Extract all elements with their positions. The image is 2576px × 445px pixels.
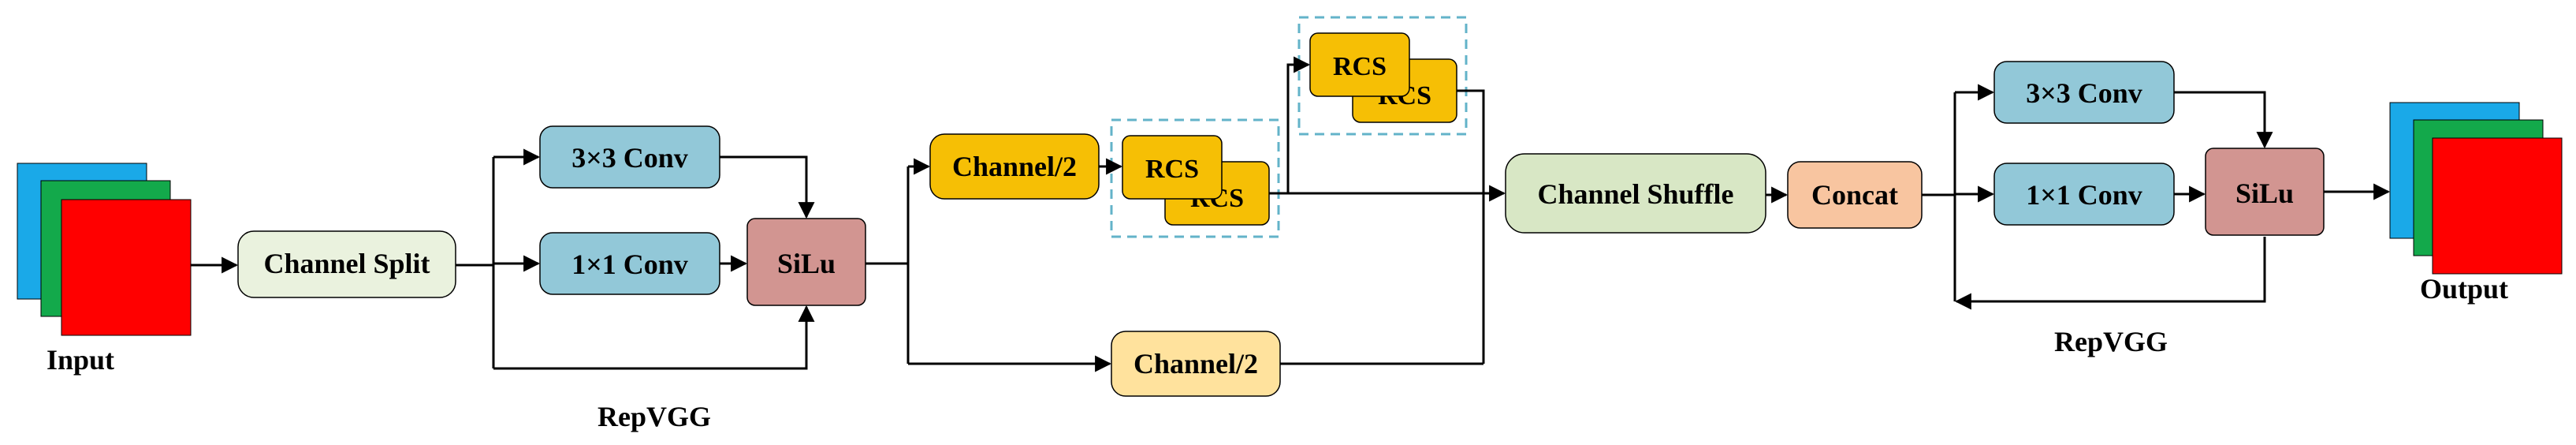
conv3x3-a-label: 3×3 Conv	[571, 142, 688, 174]
rcs-group-box-2	[1297, 16, 1468, 136]
conv1x1-block-a: 1×1 Conv	[539, 232, 720, 295]
repvgg-a-label: RepVGG	[597, 401, 711, 432]
channel-split-block: Channel Split	[237, 230, 456, 298]
concat-block: Concat	[1787, 161, 1923, 229]
channel-shuffle-block: Channel Shuffle	[1505, 153, 1766, 234]
conv3x3-b-label: 3×3 Conv	[2026, 77, 2142, 109]
connectors	[191, 56, 2391, 372]
rcs-stack-2: RCS RCS	[1309, 32, 1457, 123]
channel-half-bottom-label: Channel/2	[1134, 348, 1258, 380]
conv1x1-block-b: 1×1 Conv	[1993, 163, 2175, 226]
input-label: Input	[47, 344, 114, 376]
rcs-front-2-label: RCS	[1333, 52, 1387, 81]
conv3x3-block-b: 3×3 Conv	[1993, 61, 2175, 124]
silu-block-a: SiLu	[746, 218, 866, 306]
repvgg-b-label: RepVGG	[2054, 326, 2168, 357]
silu-a-label: SiLu	[777, 248, 836, 279]
channel-half-top-block: Channel/2	[929, 133, 1100, 200]
channel-split-label: Channel Split	[263, 248, 430, 279]
conv3x3-block-a: 3×3 Conv	[539, 125, 720, 189]
silu-block-b: SiLu	[2205, 148, 2325, 236]
conv1x1-a-label: 1×1 Conv	[571, 249, 688, 280]
rcs-stack-1: RCS RCS	[1122, 135, 1270, 226]
concat-label: Concat	[1811, 179, 1898, 211]
conv1x1-b-label: 1×1 Conv	[2026, 179, 2142, 211]
channel-half-top-label: Channel/2	[952, 151, 1077, 182]
rcs-group-box-1	[1110, 118, 1280, 238]
output-label: Output	[2420, 273, 2508, 305]
silu-b-label: SiLu	[2235, 178, 2294, 209]
output-feature-map-icon	[2389, 102, 2563, 275]
input-feature-map-icon	[17, 163, 192, 336]
channel-half-bottom-block: Channel/2	[1111, 331, 1281, 397]
rcs-front-1-label: RCS	[1145, 155, 1199, 184]
channel-shuffle-label: Channel Shuffle	[1537, 178, 1733, 210]
